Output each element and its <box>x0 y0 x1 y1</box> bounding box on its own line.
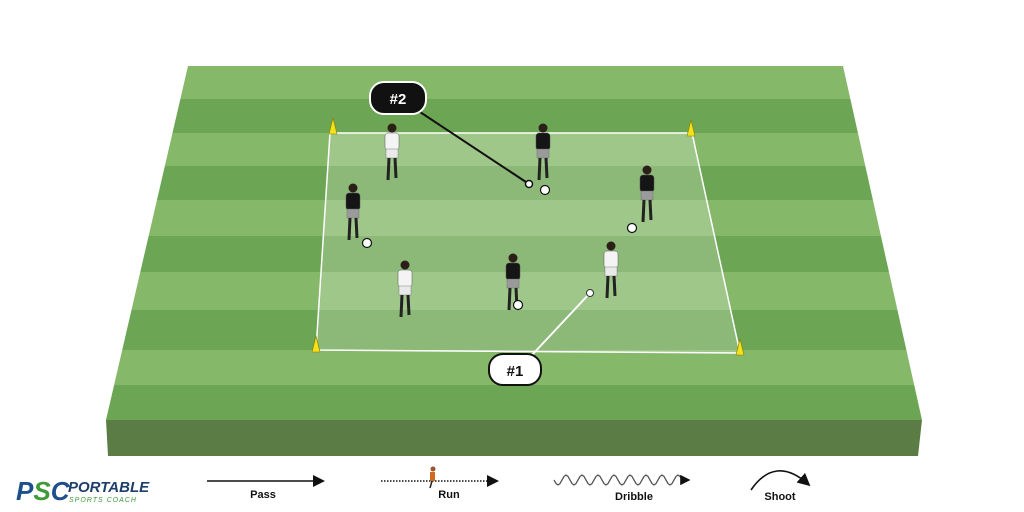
white-team-player <box>397 260 413 318</box>
legend: Pass Run Dribble Shoot <box>207 466 811 503</box>
legend-shoot: Shoot <box>750 470 811 503</box>
cone-icon <box>686 119 696 137</box>
cones <box>311 117 745 356</box>
legend-pass-label: Pass <box>250 489 276 501</box>
legend-dribble-label: Dribble <box>615 491 653 503</box>
balls <box>361 184 638 311</box>
legend-run: Run <box>381 466 499 501</box>
shoot-arrow-icon <box>750 470 811 491</box>
ball-icon <box>539 184 551 196</box>
dribble-arrow-icon <box>553 474 691 486</box>
pitch-stripe <box>106 200 922 236</box>
logo-title: PORTABLE <box>68 479 150 496</box>
callout-1-label: #1 <box>507 363 524 380</box>
legend-shoot-label: Shoot <box>764 491 795 503</box>
ball-icon <box>361 237 373 249</box>
pitch-stripe <box>106 99 922 133</box>
players <box>345 123 655 318</box>
legend-dribble: Dribble <box>553 474 691 503</box>
legend-run-label: Run <box>438 489 460 501</box>
black-team-player <box>535 123 551 181</box>
logo: PSC PORTABLE SPORTS COACH <box>16 476 150 506</box>
callout-2: #2 <box>369 81 534 189</box>
ball-icon <box>626 222 638 234</box>
pitch-stripe <box>106 385 922 420</box>
white-team-player <box>384 123 400 181</box>
cone-icon <box>328 117 338 135</box>
pitch-stripe <box>106 166 922 200</box>
cone-icon <box>735 338 745 356</box>
pitch-stripe <box>106 133 922 166</box>
ball-icon <box>512 299 524 311</box>
legend-pass: Pass <box>207 475 325 501</box>
black-team-player <box>345 183 361 241</box>
white-team-player <box>603 241 619 299</box>
pitch-stripes <box>106 66 922 420</box>
pitch-side <box>106 420 922 456</box>
pitch-stripe <box>106 310 922 350</box>
black-team-player <box>639 165 655 223</box>
runner-icon <box>429 466 436 489</box>
pitch-stripe <box>106 66 922 99</box>
callout-2-label: #2 <box>390 91 407 108</box>
logo-mark: PSC <box>16 476 71 506</box>
training-grid <box>315 132 741 354</box>
cone-icon <box>311 335 321 353</box>
logo-subtitle: SPORTS COACH <box>69 497 137 504</box>
callout-1: #1 <box>488 289 594 386</box>
pitch <box>106 66 922 456</box>
